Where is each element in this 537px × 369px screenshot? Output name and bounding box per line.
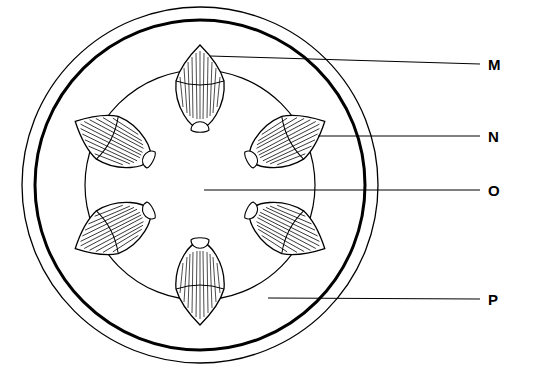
part-label: M [488,57,501,72]
part-label: O [488,183,500,198]
leader-lines [204,56,480,299]
part-label: N [488,129,499,144]
part-label: P [488,292,498,307]
